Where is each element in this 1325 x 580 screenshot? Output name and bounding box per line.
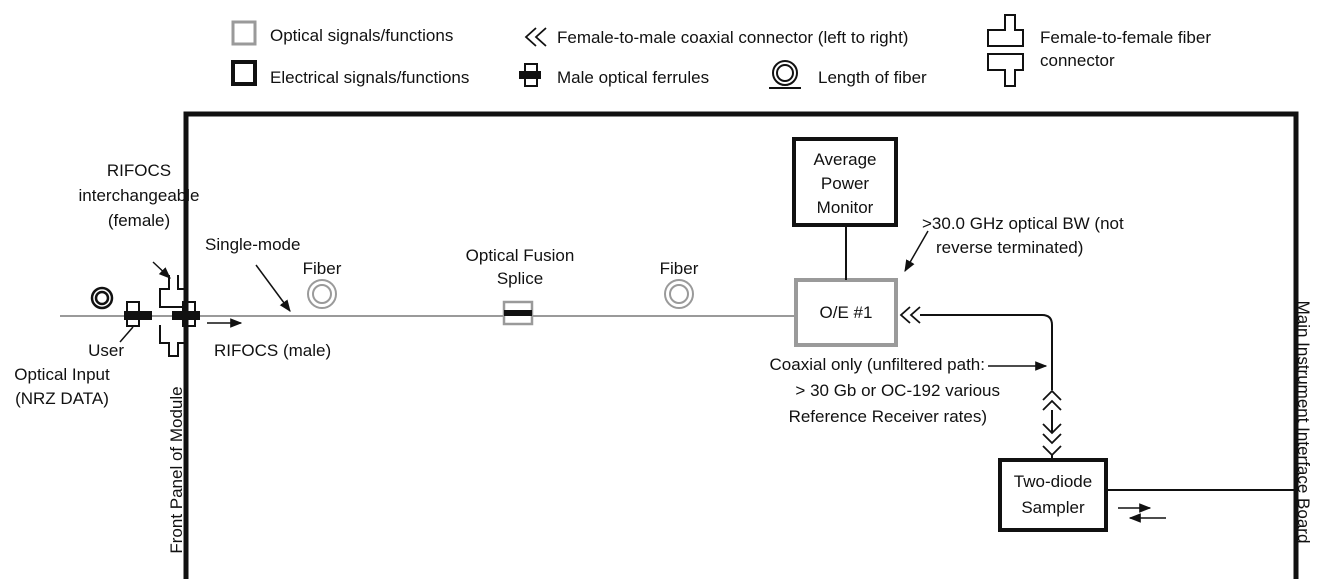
fusion-splice-icon xyxy=(502,300,534,326)
bw-label-1: >30.0 GHz optical BW (not xyxy=(922,214,1124,233)
fiber-coil-2-icon xyxy=(664,279,694,309)
user-fiber-coil-icon xyxy=(90,286,114,310)
bw-leader xyxy=(904,230,929,273)
splice-label-2: Splice xyxy=(496,269,544,288)
sampler-box xyxy=(998,458,1108,532)
rifocs-label-3: (female) xyxy=(107,211,171,230)
rifocs-female-connector-icon xyxy=(159,275,187,357)
oe-box xyxy=(794,278,898,347)
apm-label-2: Power xyxy=(820,174,870,193)
bw-label-2: reverse terminated) xyxy=(936,238,1084,257)
legend-electrical-label: Electrical signals/functions xyxy=(270,68,470,87)
user-input-label-3: (NRZ DATA) xyxy=(15,389,109,408)
module-outline xyxy=(183,111,1299,579)
sampler-label-1: Two-diode xyxy=(1013,472,1093,491)
legend-ferrule-icon xyxy=(519,63,541,87)
coax-label-2: > 30 Gb or OC-192 various xyxy=(795,381,1000,400)
coax-label-3: Reference Receiver rates) xyxy=(788,407,987,426)
rifocs-male-ferrule-icon xyxy=(172,301,200,327)
rifocs-leader xyxy=(152,261,171,279)
legend-fiber-connector-label-2: connector xyxy=(1040,51,1115,70)
legend-fiber-connector-icon xyxy=(987,14,1024,87)
user-input-label-2: Optical Input xyxy=(14,365,110,384)
legend-ferrule-label: Male optical ferrules xyxy=(557,68,710,87)
apm-label-1: Average xyxy=(813,150,877,169)
legend-coax-connector-icon xyxy=(524,27,547,47)
fiber-2-label: Fiber xyxy=(659,259,699,278)
coax-label-1: Coaxial only (unfiltered path: xyxy=(769,355,985,374)
oe-coax-connector-icon xyxy=(899,306,921,324)
legend-fiber-length-label: Length of fiber xyxy=(818,68,927,87)
single-mode-label: Single-mode xyxy=(205,235,301,254)
legend-optical-label: Optical signals/functions xyxy=(270,26,454,45)
legend-electrical-swatch xyxy=(231,60,257,86)
rifocs-label-2: interchangeable xyxy=(78,186,200,205)
legend-optical-swatch xyxy=(231,20,257,46)
legend-fiber-connector-label-1: Female-to-female fiber xyxy=(1040,28,1212,47)
rifocs-male-label: RIFOCS (male) xyxy=(214,341,332,360)
rifocs-label-1: RIFOCS xyxy=(106,161,172,180)
splice-label-1: Optical Fusion xyxy=(465,246,575,265)
oe-label: O/E #1 xyxy=(819,303,873,322)
coax-path xyxy=(920,314,1053,390)
single-mode-leader xyxy=(255,264,291,312)
sampler-label-2: Sampler xyxy=(1021,498,1085,517)
user-leader xyxy=(119,326,134,343)
user-input-label-1: User xyxy=(88,341,124,360)
legend-fiber-coil-icon xyxy=(769,60,801,89)
main-board-label: Main Instrument Interface Board xyxy=(1294,300,1313,544)
apm-label-3: Monitor xyxy=(816,198,874,217)
legend-coax-label: Female-to-male coaxial connector (left t… xyxy=(557,28,909,47)
user-ferrule-icon xyxy=(124,301,152,327)
fiber-1-label: Fiber xyxy=(302,259,342,278)
fiber-coil-1-icon xyxy=(307,279,337,309)
front-panel-label: Front Panel of Module xyxy=(167,386,186,554)
apm-box xyxy=(792,137,898,227)
